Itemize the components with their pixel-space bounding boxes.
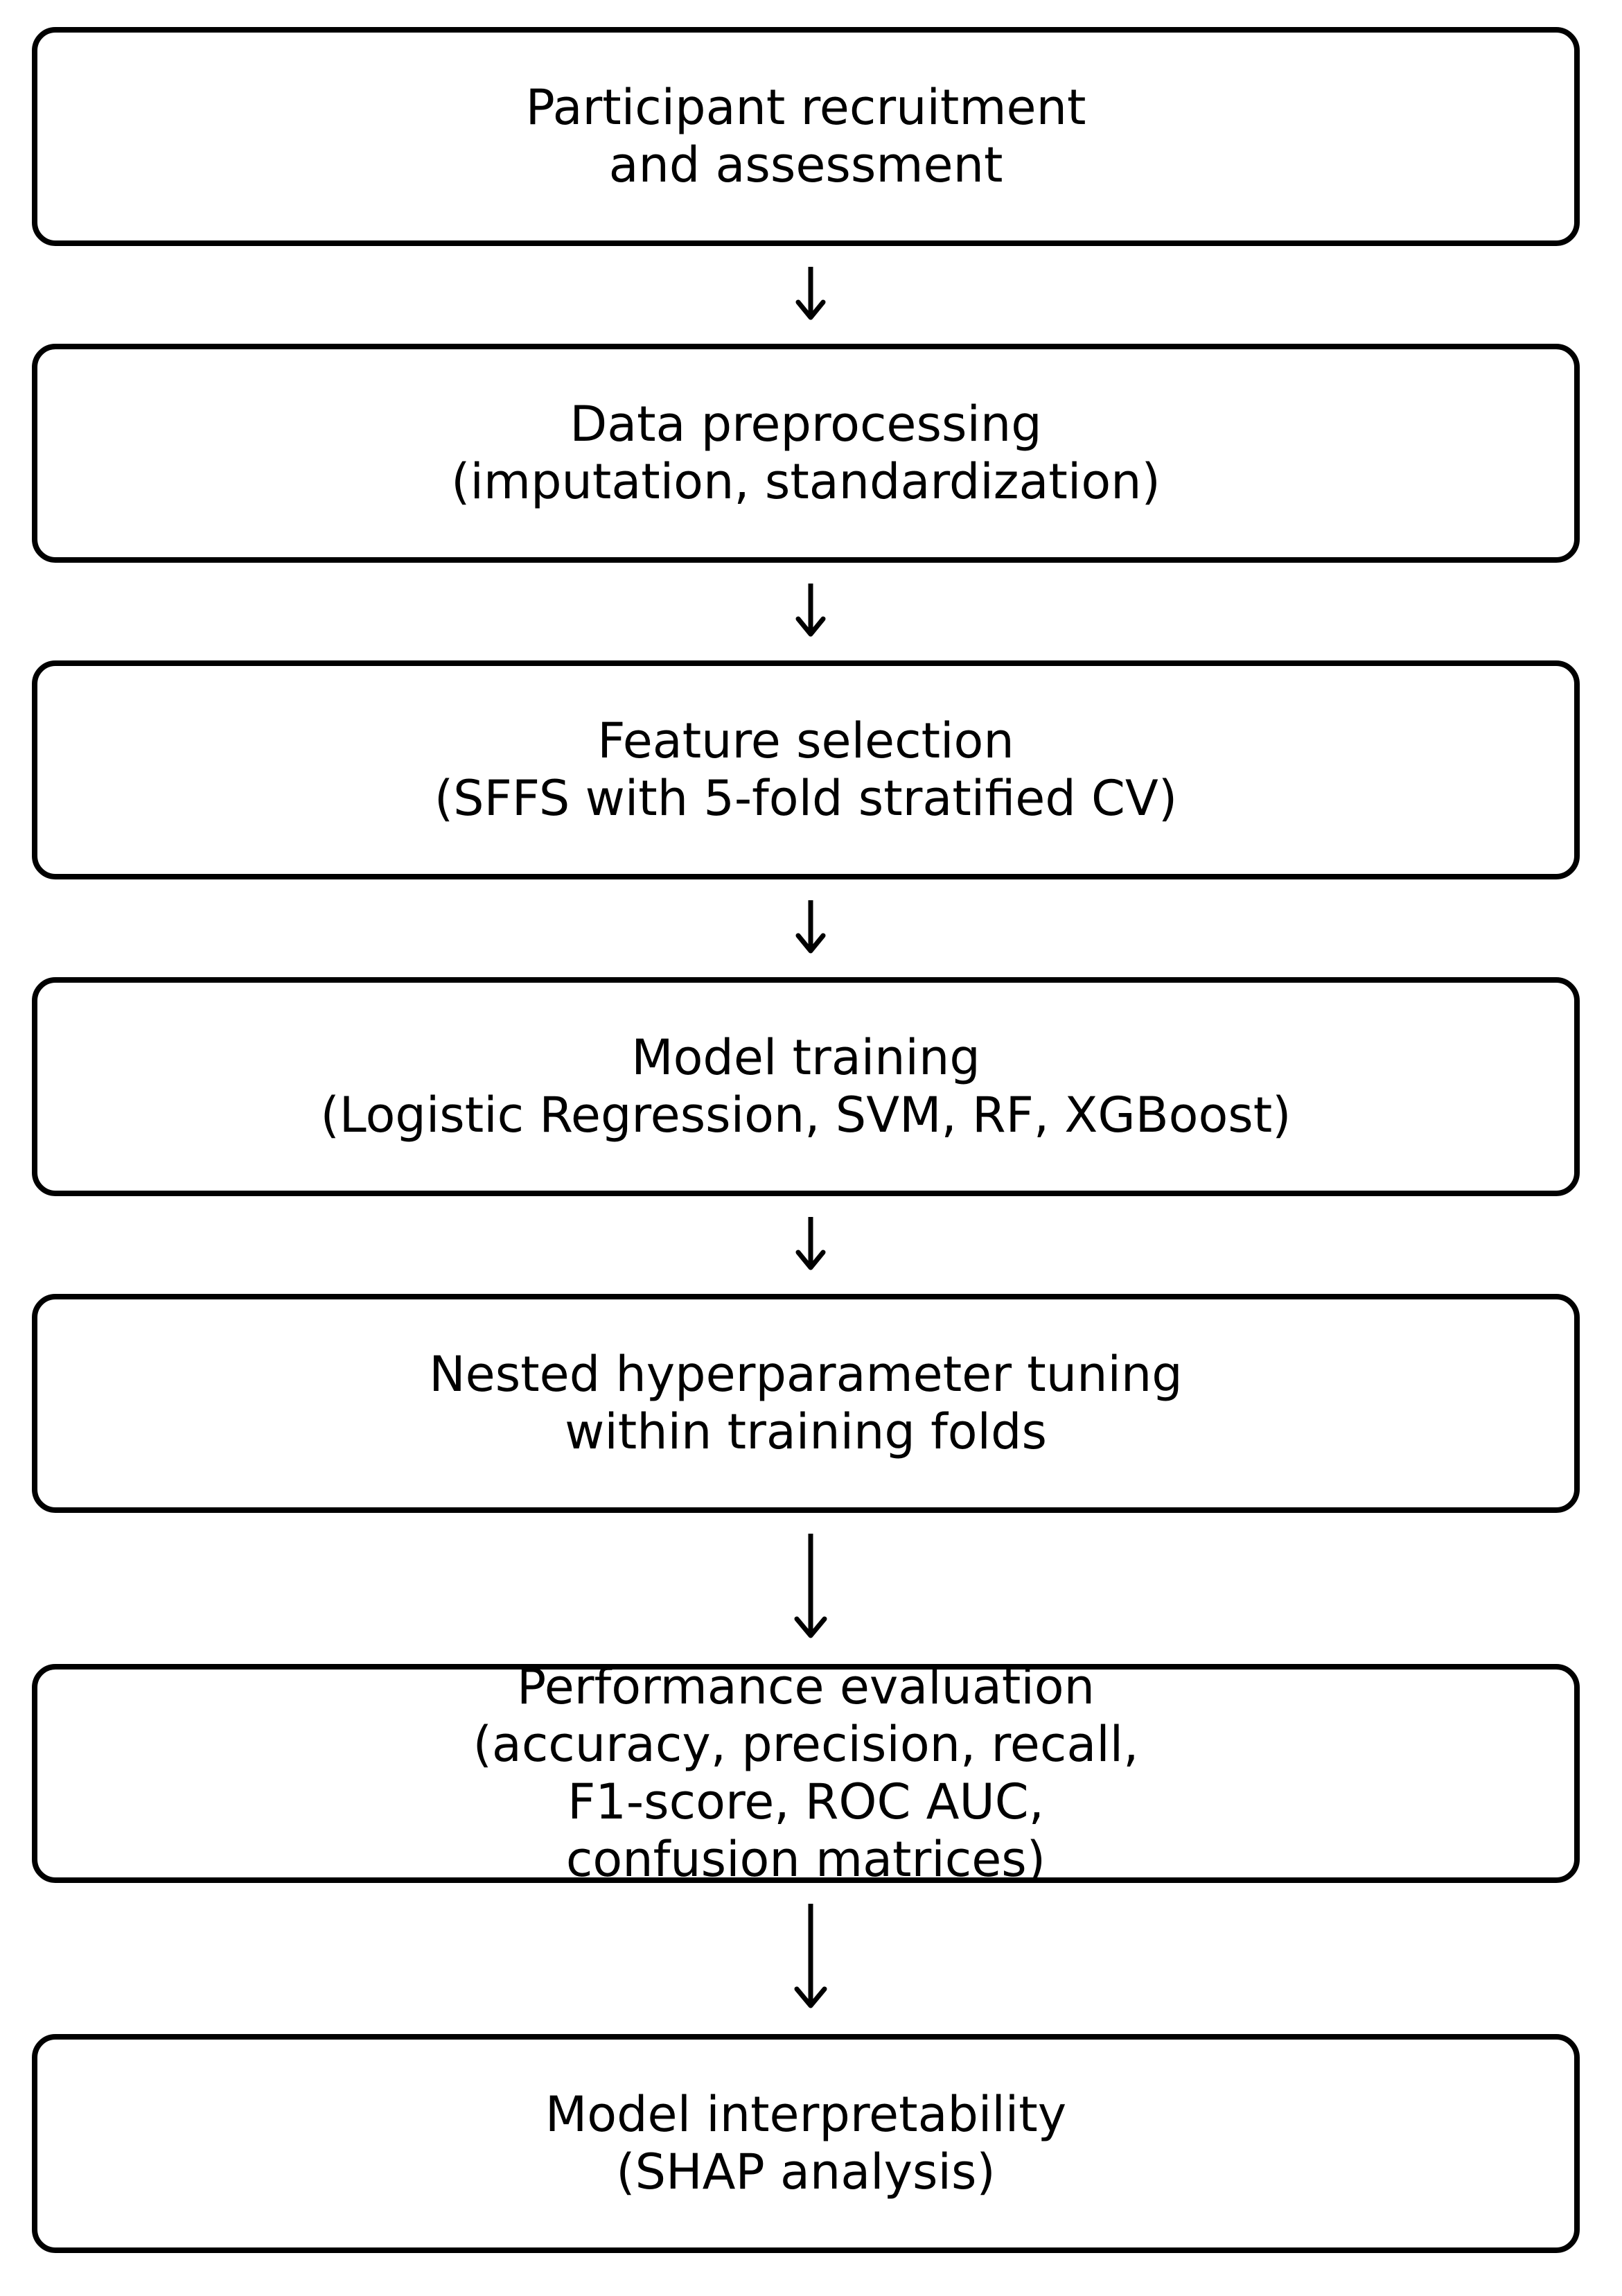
step-model-training: Model training (Logistic Regression, SVM…	[32, 977, 1580, 1196]
step-detail: F1-score, ROC AUC,	[567, 1773, 1044, 1830]
step-performance-evaluation: Performance evaluation (accuracy, precis…	[32, 1658, 1580, 1888]
step-hyperparameter-tuning: Nested hyperparameter tuning within trai…	[32, 1294, 1580, 1513]
step-detail: (imputation, standardization)	[451, 453, 1161, 510]
step-detail: (Logistic Regression, SVM, RF, XGBoost)	[320, 1087, 1292, 1143]
step-detail: confusion matrices)	[565, 1831, 1046, 1888]
step-detail: (accuracy, precision, recall,	[473, 1716, 1139, 1773]
step-title: Feature selection	[597, 712, 1014, 769]
step-feature-selection: Feature selection (SFFS with 5-fold stra…	[32, 660, 1580, 879]
step-participant-recruitment: Participant recruitment and assessment	[32, 27, 1580, 246]
step-title: Model training	[631, 1029, 980, 1086]
step-title: Participant recruitment	[525, 79, 1086, 136]
step-title: Model interpretability	[545, 2086, 1067, 2143]
arrow-4-to-5	[795, 1217, 826, 1270]
step-title: Performance evaluation	[516, 1658, 1095, 1715]
step-detail: and assessment	[608, 137, 1003, 193]
arrow-1-to-2	[795, 267, 826, 320]
step-title: Nested hyperparameter tuning	[429, 1346, 1183, 1403]
step-detail: within training folds	[565, 1403, 1047, 1460]
step-detail: (SFFS with 5-fold stratified CV)	[434, 770, 1178, 827]
arrow-2-to-3	[795, 584, 826, 637]
step-data-preprocessing: Data preprocessing (imputation, standard…	[32, 344, 1580, 563]
arrow-6-to-7	[794, 1904, 827, 2008]
step-model-interpretability: Model interpretability (SHAP analysis)	[32, 2034, 1580, 2253]
step-title: Data preprocessing	[570, 396, 1042, 453]
arrow-5-to-6	[794, 1534, 827, 1638]
arrow-3-to-4	[795, 900, 826, 954]
step-detail: (SHAP analysis)	[616, 2144, 996, 2200]
